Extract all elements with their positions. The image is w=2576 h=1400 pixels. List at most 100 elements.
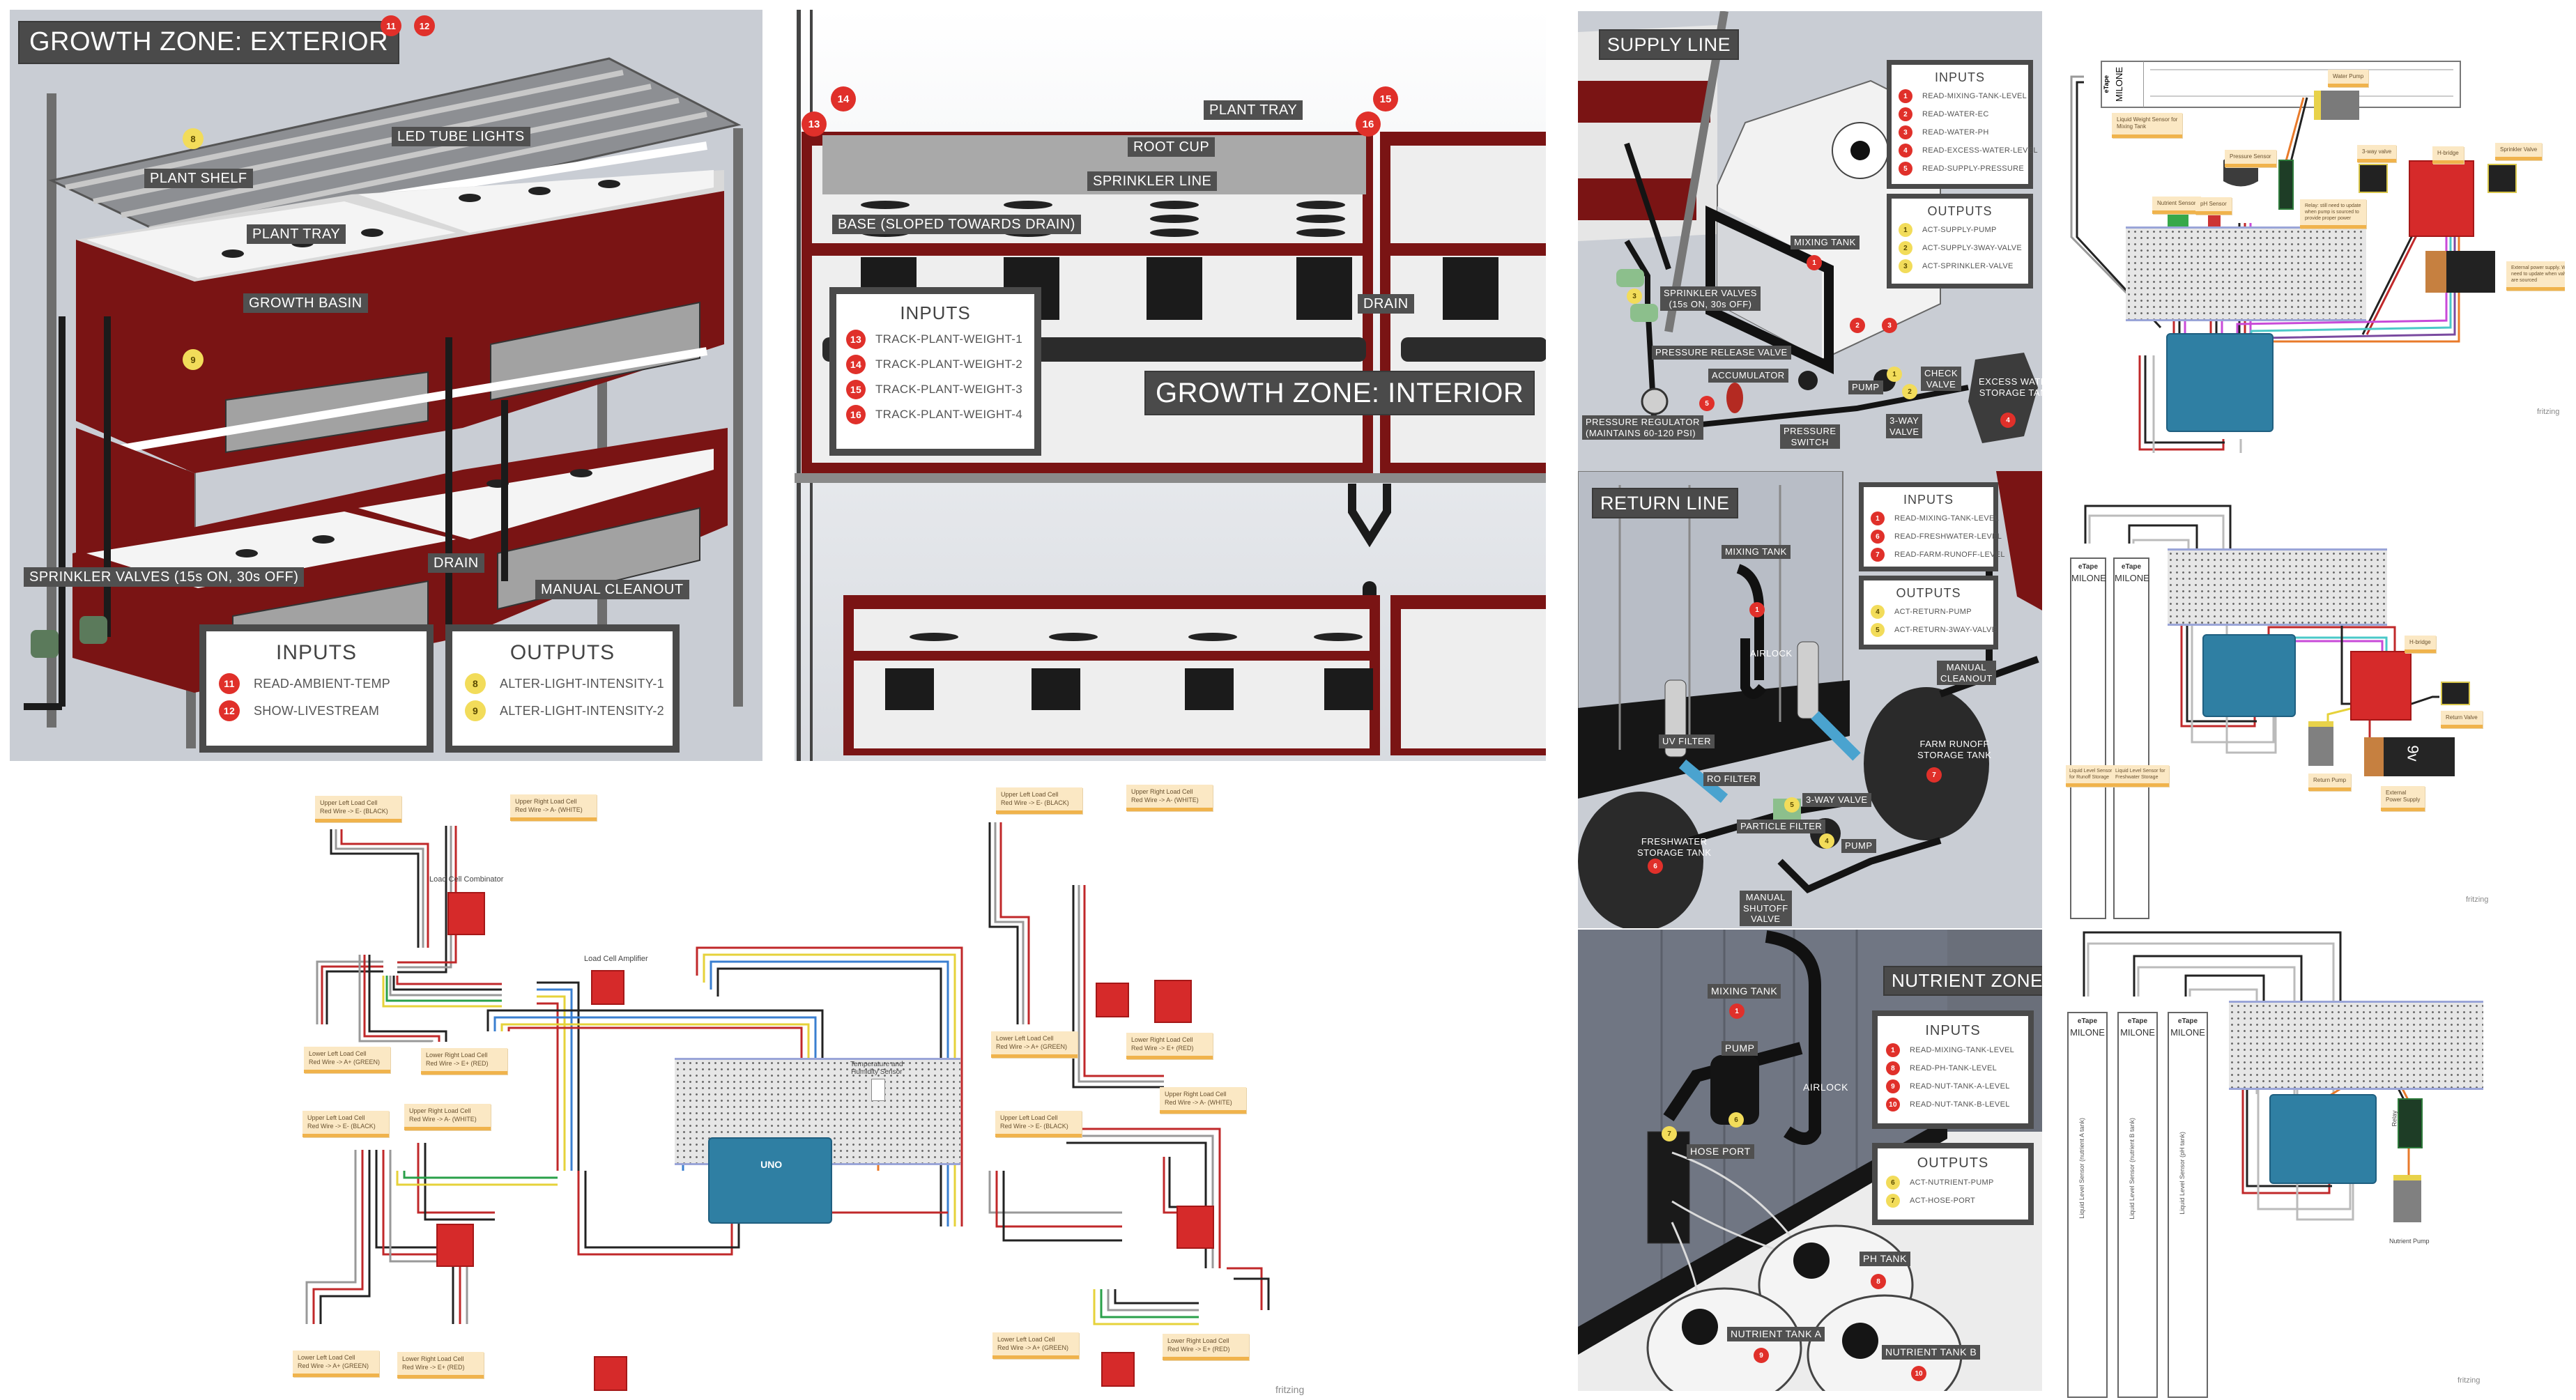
output-label: ALTER-LIGHT-INTENSITY-1 <box>500 676 664 691</box>
etape-runoff-sensor: eTape MILONE <box>2070 557 2106 919</box>
input-label: READ-PH-TANK-LEVEL <box>1910 1064 1997 1072</box>
label-airlock: AIRLOCK <box>1750 648 1793 659</box>
return-illustration <box>1578 471 2042 928</box>
marker-input-1: 1 <box>1749 602 1765 617</box>
note-lower-left-load-cell: Lower Left Load Cell Red Wire -> A+ (GRE… <box>991 1031 1078 1059</box>
output-badge: 3 <box>1899 259 1912 273</box>
input-label: TRACK-PLANT-WEIGHT-1 <box>875 332 1022 346</box>
label-pump: PUMP <box>1722 1041 1758 1056</box>
input-badge: 1 <box>1899 89 1912 103</box>
input-label: READ-WATER-PH <box>1922 128 1989 137</box>
fritzing-watermark: fritzing <box>2458 1376 2481 1385</box>
marker-8: 8 <box>183 128 204 149</box>
input-label: READ-NUT-TANK-A-LEVEL <box>1910 1082 2010 1091</box>
etape-brand: eTape <box>2127 1017 2148 1025</box>
label-root-cup: ROOT CUP <box>1128 137 1216 157</box>
load-cell-combinator <box>1154 980 1192 1023</box>
etape-maker: MILONE <box>2120 1027 2155 1038</box>
label-freshwater-storage-tank: FRESHWATER STORAGE TANK <box>1637 836 1712 858</box>
marker-16: 16 <box>1356 111 1381 137</box>
label-airlock: AIRLOCK <box>1803 1082 1848 1093</box>
note-sprinkler-valve: Sprinkler Valve <box>2495 143 2543 161</box>
input-badge: 12 <box>219 700 240 721</box>
panel-title: RETURN LINE <box>1592 488 1738 519</box>
output-label: ACT-SUPPLY-PUMP <box>1922 226 1997 234</box>
etape-ph-sensor: eTape MILONE Liquid Level Sensor (pH tan… <box>2168 1012 2208 1398</box>
marker-input-10: 10 <box>1911 1366 1926 1381</box>
note-lower-left-load-cell: Lower Left Load Cell Red Wire -> A+ (GRE… <box>992 1332 1079 1360</box>
input-label: READ-FRESHWATER-LEVEL <box>1894 532 2002 541</box>
etape-maker: MILONE <box>2115 573 2149 583</box>
label-led-tube-lights: LED TUBE LIGHTS <box>392 127 530 146</box>
legend-row: 1 READ-MIXING-TANK-LEVEL <box>1899 89 2027 103</box>
legend-row: 12 SHOW-LIVESTREAM <box>219 700 414 721</box>
output-label: ACT-RETURN-3WAY-VALVE <box>1894 626 1998 634</box>
label-sprinkler-line: SPRINKLER LINE <box>1087 171 1218 191</box>
shelf-illustration <box>24 57 743 748</box>
input-label: READ-NUT-TANK-B-LEVEL <box>1910 1100 2010 1109</box>
arduino-uno <box>2202 634 2296 717</box>
panel-title: GROWTH ZONE: EXTERIOR <box>18 21 400 64</box>
input-label: SHOW-LIVESTREAM <box>254 703 380 718</box>
label-particle-filter: PARTICLE FILTER <box>1737 820 1826 833</box>
marker-output-1: 1 <box>1887 367 1902 382</box>
label-hose-port: HOSE PORT <box>1687 1144 1754 1159</box>
output-badge: 4 <box>1871 605 1885 619</box>
etape-maker: MILONE <box>2114 67 2124 102</box>
input-label: TRACK-PLANT-WEIGHT-2 <box>875 357 1022 371</box>
sensor-label: Liquid Level Sensor (pH tank) <box>2179 1132 2186 1215</box>
label-pressure-switch: PRESSURE SWITCH <box>1780 424 1840 449</box>
label-three-way-valve: 3-WAY VALVE <box>1802 793 1871 807</box>
label-ro-filter: RO FILTER <box>1703 772 1761 786</box>
label-plant-tray: PLANT TRAY <box>247 224 346 244</box>
etape-maker: MILONE <box>2071 573 2106 583</box>
input-label: READ-FARM-RUNOFF-LEVEL <box>1894 551 2005 559</box>
sensor-label: Liquid Level Sensor (nutrient B tank) <box>2129 1118 2136 1220</box>
label-temperature-humidity-sensor: Temperature and Humidity Sensor <box>850 1061 903 1076</box>
load-cell-amplifier <box>1096 983 1129 1017</box>
input-badge: 4 <box>1899 144 1912 157</box>
input-label: READ-SUPPLY-PRESSURE <box>1922 164 2024 173</box>
fritzing-watermark: fritzing <box>2466 895 2489 904</box>
legend-row: 4 ACT-RETURN-PUMP <box>1871 605 1986 619</box>
relay <box>2398 1098 2423 1148</box>
label-sprinkler-valves: SPRINKLER VALVES (15s ON, 30s OFF) <box>1660 286 1761 311</box>
note-upper-left-load-cell: Upper Left Load Cell Red Wire -> E- (BLA… <box>996 787 1082 815</box>
marker-input-1: 1 <box>1729 1003 1745 1019</box>
sensor-label: Liquid Level Sensor (nutrient A tank) <box>2078 1118 2085 1219</box>
label-nutrient-pump: Nutrient Pump <box>2389 1238 2430 1245</box>
inputs-heading: INPUTS <box>1903 493 1954 507</box>
input-label: READ-MIXING-TANK-LEVEL <box>1894 514 2000 523</box>
label-drain: DRAIN <box>428 553 484 573</box>
input-badge: 3 <box>1899 125 1912 139</box>
note-water-pump: Water Pump <box>2328 70 2369 88</box>
arduino-uno <box>2269 1094 2377 1184</box>
label-nutrient-tank-a: NUTRIENT TANK A <box>1727 1327 1825 1341</box>
label-accumulator: ACCUMULATOR <box>1708 369 1788 383</box>
input-label: READ-WATER-EC <box>1922 110 1989 118</box>
output-label: ACT-NUTRIENT-PUMP <box>1910 1178 1994 1187</box>
output-label: ACT-RETURN-PUMP <box>1894 608 1972 616</box>
return-valve <box>2441 682 2470 705</box>
input-label: READ-MIXING-TANK-LEVEL <box>1922 92 2027 100</box>
marker-output-4: 4 <box>1819 833 1834 849</box>
note-lower-right-load-cell: Lower Right Load Cell Red Wire -> E+ (RE… <box>1126 1033 1213 1060</box>
outputs-heading: OUTPUTS <box>1927 204 1993 218</box>
label-manual-shutoff-valve: MANUAL SHUTOFF VALVE <box>1740 891 1792 926</box>
load-cell-combinator <box>436 1224 474 1267</box>
marker-input-7: 7 <box>1926 767 1942 783</box>
marker-input-9: 9 <box>1754 1348 1769 1363</box>
